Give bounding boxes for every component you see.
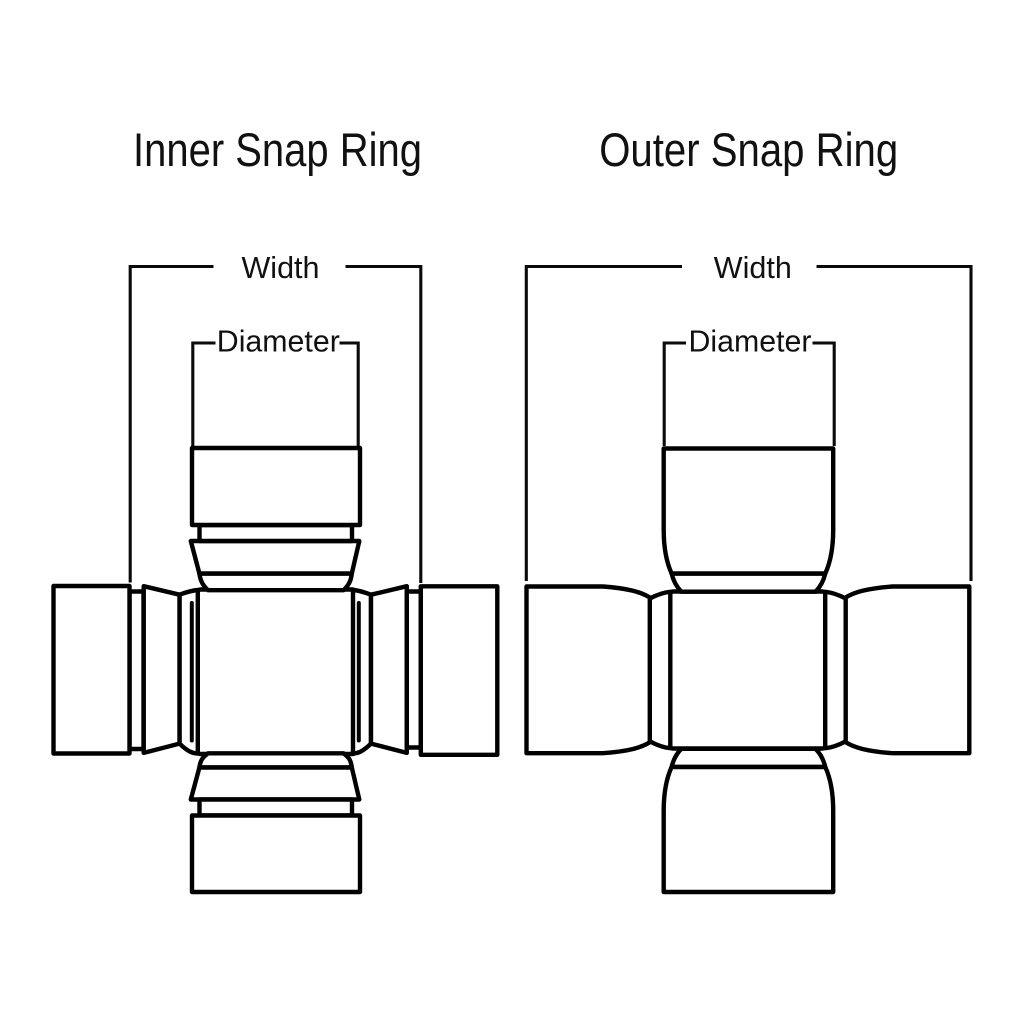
outer-width-label: Width (714, 250, 792, 285)
outer-width-bracket-left (524, 264, 682, 581)
inner-width-label: Width (242, 250, 320, 285)
inner-top-cap-flange (188, 538, 362, 576)
inner-top-cap-throat (197, 571, 354, 593)
inner-bottom-bearing-cap (189, 813, 363, 895)
outer-top-bearing-cap (661, 446, 836, 576)
outer-diameter-bracket-right (812, 341, 836, 446)
outer-top-cap-throat (669, 571, 828, 594)
outer-right-bearing-cap (843, 584, 972, 756)
inner-right-cap-flange (368, 584, 409, 756)
outer-cross-body (667, 589, 828, 751)
inner-diameter-bracket-right (339, 341, 360, 446)
inner-width-bracket-left (128, 264, 214, 583)
inner-right-bearing-cap (418, 584, 500, 757)
inner-snap-ring-figure: Inner Snap Ring Width Diameter (51, 123, 500, 895)
inner-cross-body (195, 587, 358, 757)
outer-left-bearing-cap (524, 584, 652, 756)
inner-top-bearing-cap (189, 445, 363, 528)
inner-bottom-cap-throat (197, 751, 354, 770)
outer-bottom-cap-throat (669, 746, 828, 770)
inner-right-cap-throat (350, 587, 374, 756)
inner-left-bearing-cap (51, 583, 132, 756)
outer-diameter-label: Diameter (689, 324, 812, 359)
outer-diameter-bracket-left (662, 341, 686, 446)
inner-figure-title: Inner Snap Ring (133, 123, 422, 176)
outer-width-bracket-right (816, 264, 973, 581)
outer-bottom-bearing-cap (661, 764, 836, 895)
inner-bottom-cap-flange (188, 765, 362, 802)
inner-diameter-bracket-left (191, 341, 216, 446)
inner-diameter-label: Diameter (217, 324, 340, 359)
outer-snap-ring-figure: Outer Snap Ring Width Diameter (524, 123, 973, 895)
inner-left-cap-throat (177, 587, 200, 756)
outer-figure-title: Outer Snap Ring (599, 123, 898, 176)
inner-top-snap-ring-groove (197, 522, 355, 544)
inner-bottom-snap-ring-groove (197, 797, 355, 818)
inner-width-bracket-right (345, 264, 423, 583)
outer-left-cap-throat (647, 589, 673, 751)
outer-right-cap-throat (823, 589, 848, 751)
inner-left-cap-flange (141, 584, 182, 756)
